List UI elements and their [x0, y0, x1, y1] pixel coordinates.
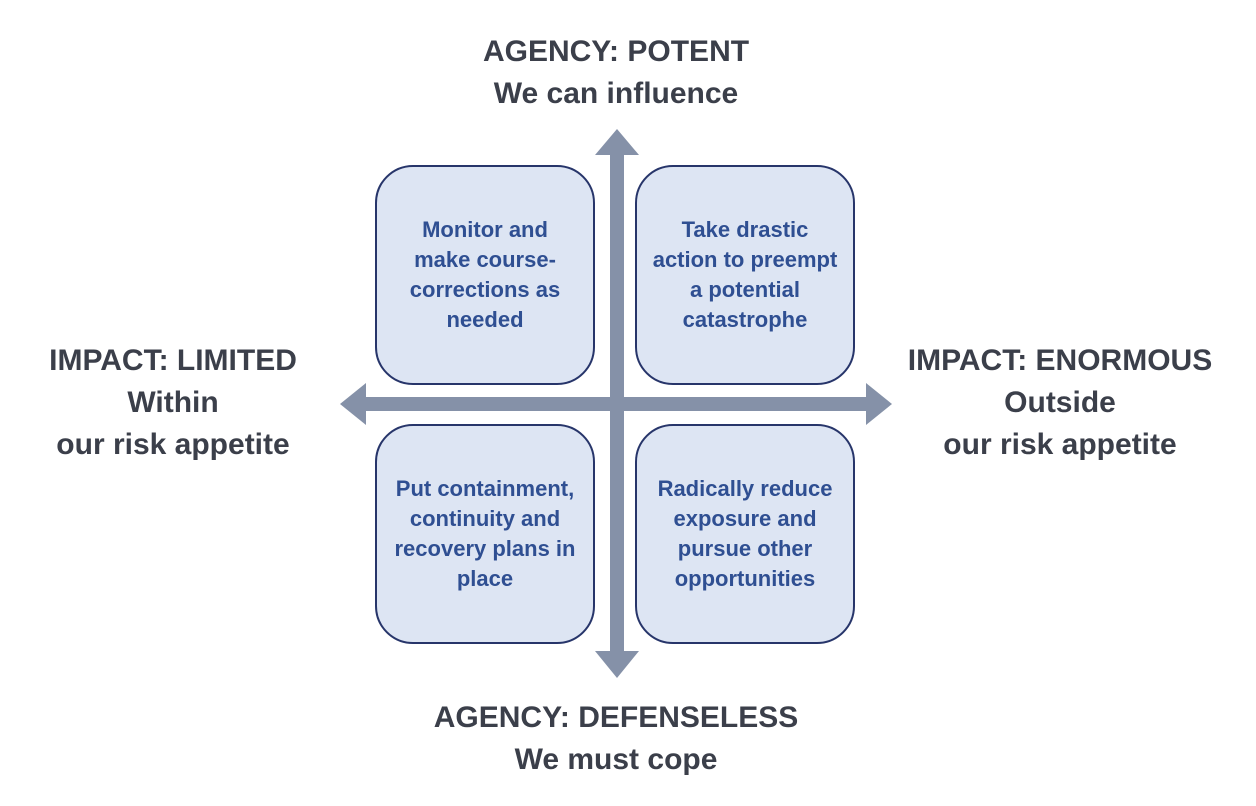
axis-label-agency-potent: AGENCY: POTENT We can influence	[416, 31, 816, 115]
quadrant-text: Radically reduce exposure and pursue oth…	[657, 476, 833, 591]
axis-label-line: Outside	[1004, 386, 1116, 419]
quadrant-text: Take drastic action to preempt a potenti…	[652, 217, 838, 332]
quadrant-drastic-action: Take drastic action to preempt a potenti…	[635, 165, 855, 385]
axis-label-line: IMPACT: LIMITED	[49, 344, 297, 377]
horizontal-axis-arrow	[340, 383, 892, 425]
quadrant-text: Monitor and make course-corrections as n…	[409, 217, 561, 332]
quadrant-text: Put containment, continuity and recovery…	[394, 476, 576, 591]
quadrant-monitor: Monitor and make course-corrections as n…	[375, 165, 595, 385]
axis-label-line: AGENCY: POTENT	[482, 35, 750, 68]
axis-label-impact-limited: IMPACT: LIMITED Within our risk appetite	[20, 340, 326, 466]
axis-label-line: We must cope	[514, 743, 718, 776]
quadrant-containment: Put containment, continuity and recovery…	[375, 424, 595, 644]
axis-label-line: IMPACT: ENORMOUS	[907, 344, 1213, 377]
axis-label-line: our risk appetite	[943, 428, 1177, 461]
axis-label-impact-enormous: IMPACT: ENORMOUS Outside our risk appeti…	[890, 340, 1230, 466]
axis-label-line: AGENCY: DEFENSELESS	[433, 701, 799, 734]
axis-label-line: Within	[127, 386, 219, 419]
axis-label-line: our risk appetite	[56, 428, 290, 461]
axis-label-agency-defenseless: AGENCY: DEFENSELESS We must cope	[386, 697, 846, 781]
axis-label-line: We can influence	[493, 77, 739, 110]
quadrant-reduce-exposure: Radically reduce exposure and pursue oth…	[635, 424, 855, 644]
